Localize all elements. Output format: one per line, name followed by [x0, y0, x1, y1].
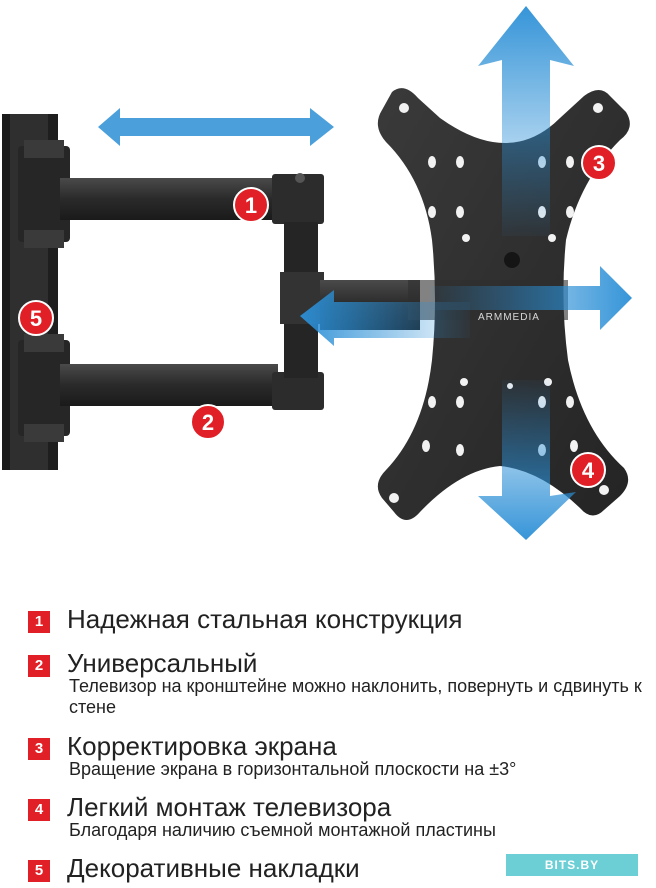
pivot-column — [280, 222, 420, 378]
swivel-right-arrow — [430, 266, 632, 330]
upper-arm — [18, 140, 324, 248]
feature-description: Благодаря наличию съемной монтажной плас… — [69, 820, 496, 840]
feature-title: Декоративные накладки — [67, 853, 360, 883]
svg-text:3: 3 — [593, 151, 605, 176]
badge-3: 3 — [581, 145, 617, 181]
feature-title: Легкий монтаж телевизора — [67, 792, 392, 822]
feature-description: Телевизор на кронштейне можно наклонить,… — [69, 676, 642, 717]
svg-text:5: 5 — [30, 306, 42, 331]
feature-title: Надежная стальная конструкция — [67, 604, 463, 634]
horizontal-movement-arrow — [98, 108, 334, 146]
feature-number: 1 — [28, 611, 50, 633]
lower-arm — [18, 334, 324, 442]
tv-bracket-illustration: ARMMEDIA 1 2 3 4 5 — [2, 6, 632, 540]
tilt-up-arrow — [478, 6, 574, 236]
badge-2: 2 — [190, 404, 226, 440]
feature-number: 2 — [28, 655, 50, 677]
svg-text:1: 1 — [245, 193, 257, 218]
feature-title: Корректировка экрана — [67, 731, 337, 761]
feature-title: Универсальный — [67, 648, 258, 678]
feature-number: 5 — [28, 860, 50, 882]
feature-description: Вращение экрана в горизонтальной плоскос… — [69, 759, 517, 779]
watermark: BITS.BY — [506, 854, 638, 876]
tilt-down-arrow — [478, 380, 576, 540]
badge-4: 4 — [570, 452, 606, 488]
brand-logo: ARMMEDIA — [478, 312, 540, 323]
svg-text:4: 4 — [582, 458, 595, 483]
feature-number: 3 — [28, 738, 50, 760]
push-to-wall-arrow — [300, 290, 470, 346]
svg-text:2: 2 — [202, 410, 214, 435]
badge-5: 5 — [18, 300, 54, 336]
feature-number: 4 — [28, 799, 50, 821]
badge-1: 1 — [233, 187, 269, 223]
